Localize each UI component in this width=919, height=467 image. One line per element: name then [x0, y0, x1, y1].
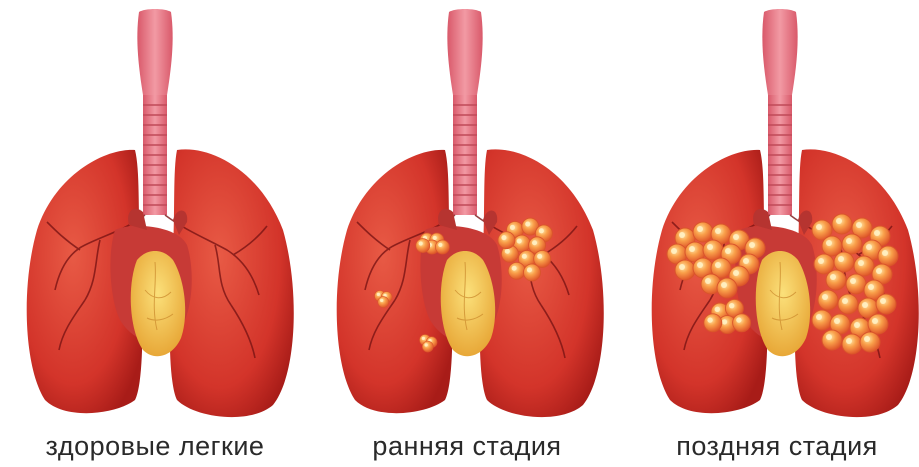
caption-early-stage: ранняя стадия — [322, 426, 612, 466]
caption-healthy-lungs: здоровые легкие — [10, 426, 300, 466]
healthy-lungs-figure — [27, 9, 294, 417]
late-stage-lungs-figure — [652, 9, 919, 417]
caption-late-stage: поздняя стадия — [632, 426, 919, 466]
early-stage-lungs-figure — [337, 9, 604, 417]
